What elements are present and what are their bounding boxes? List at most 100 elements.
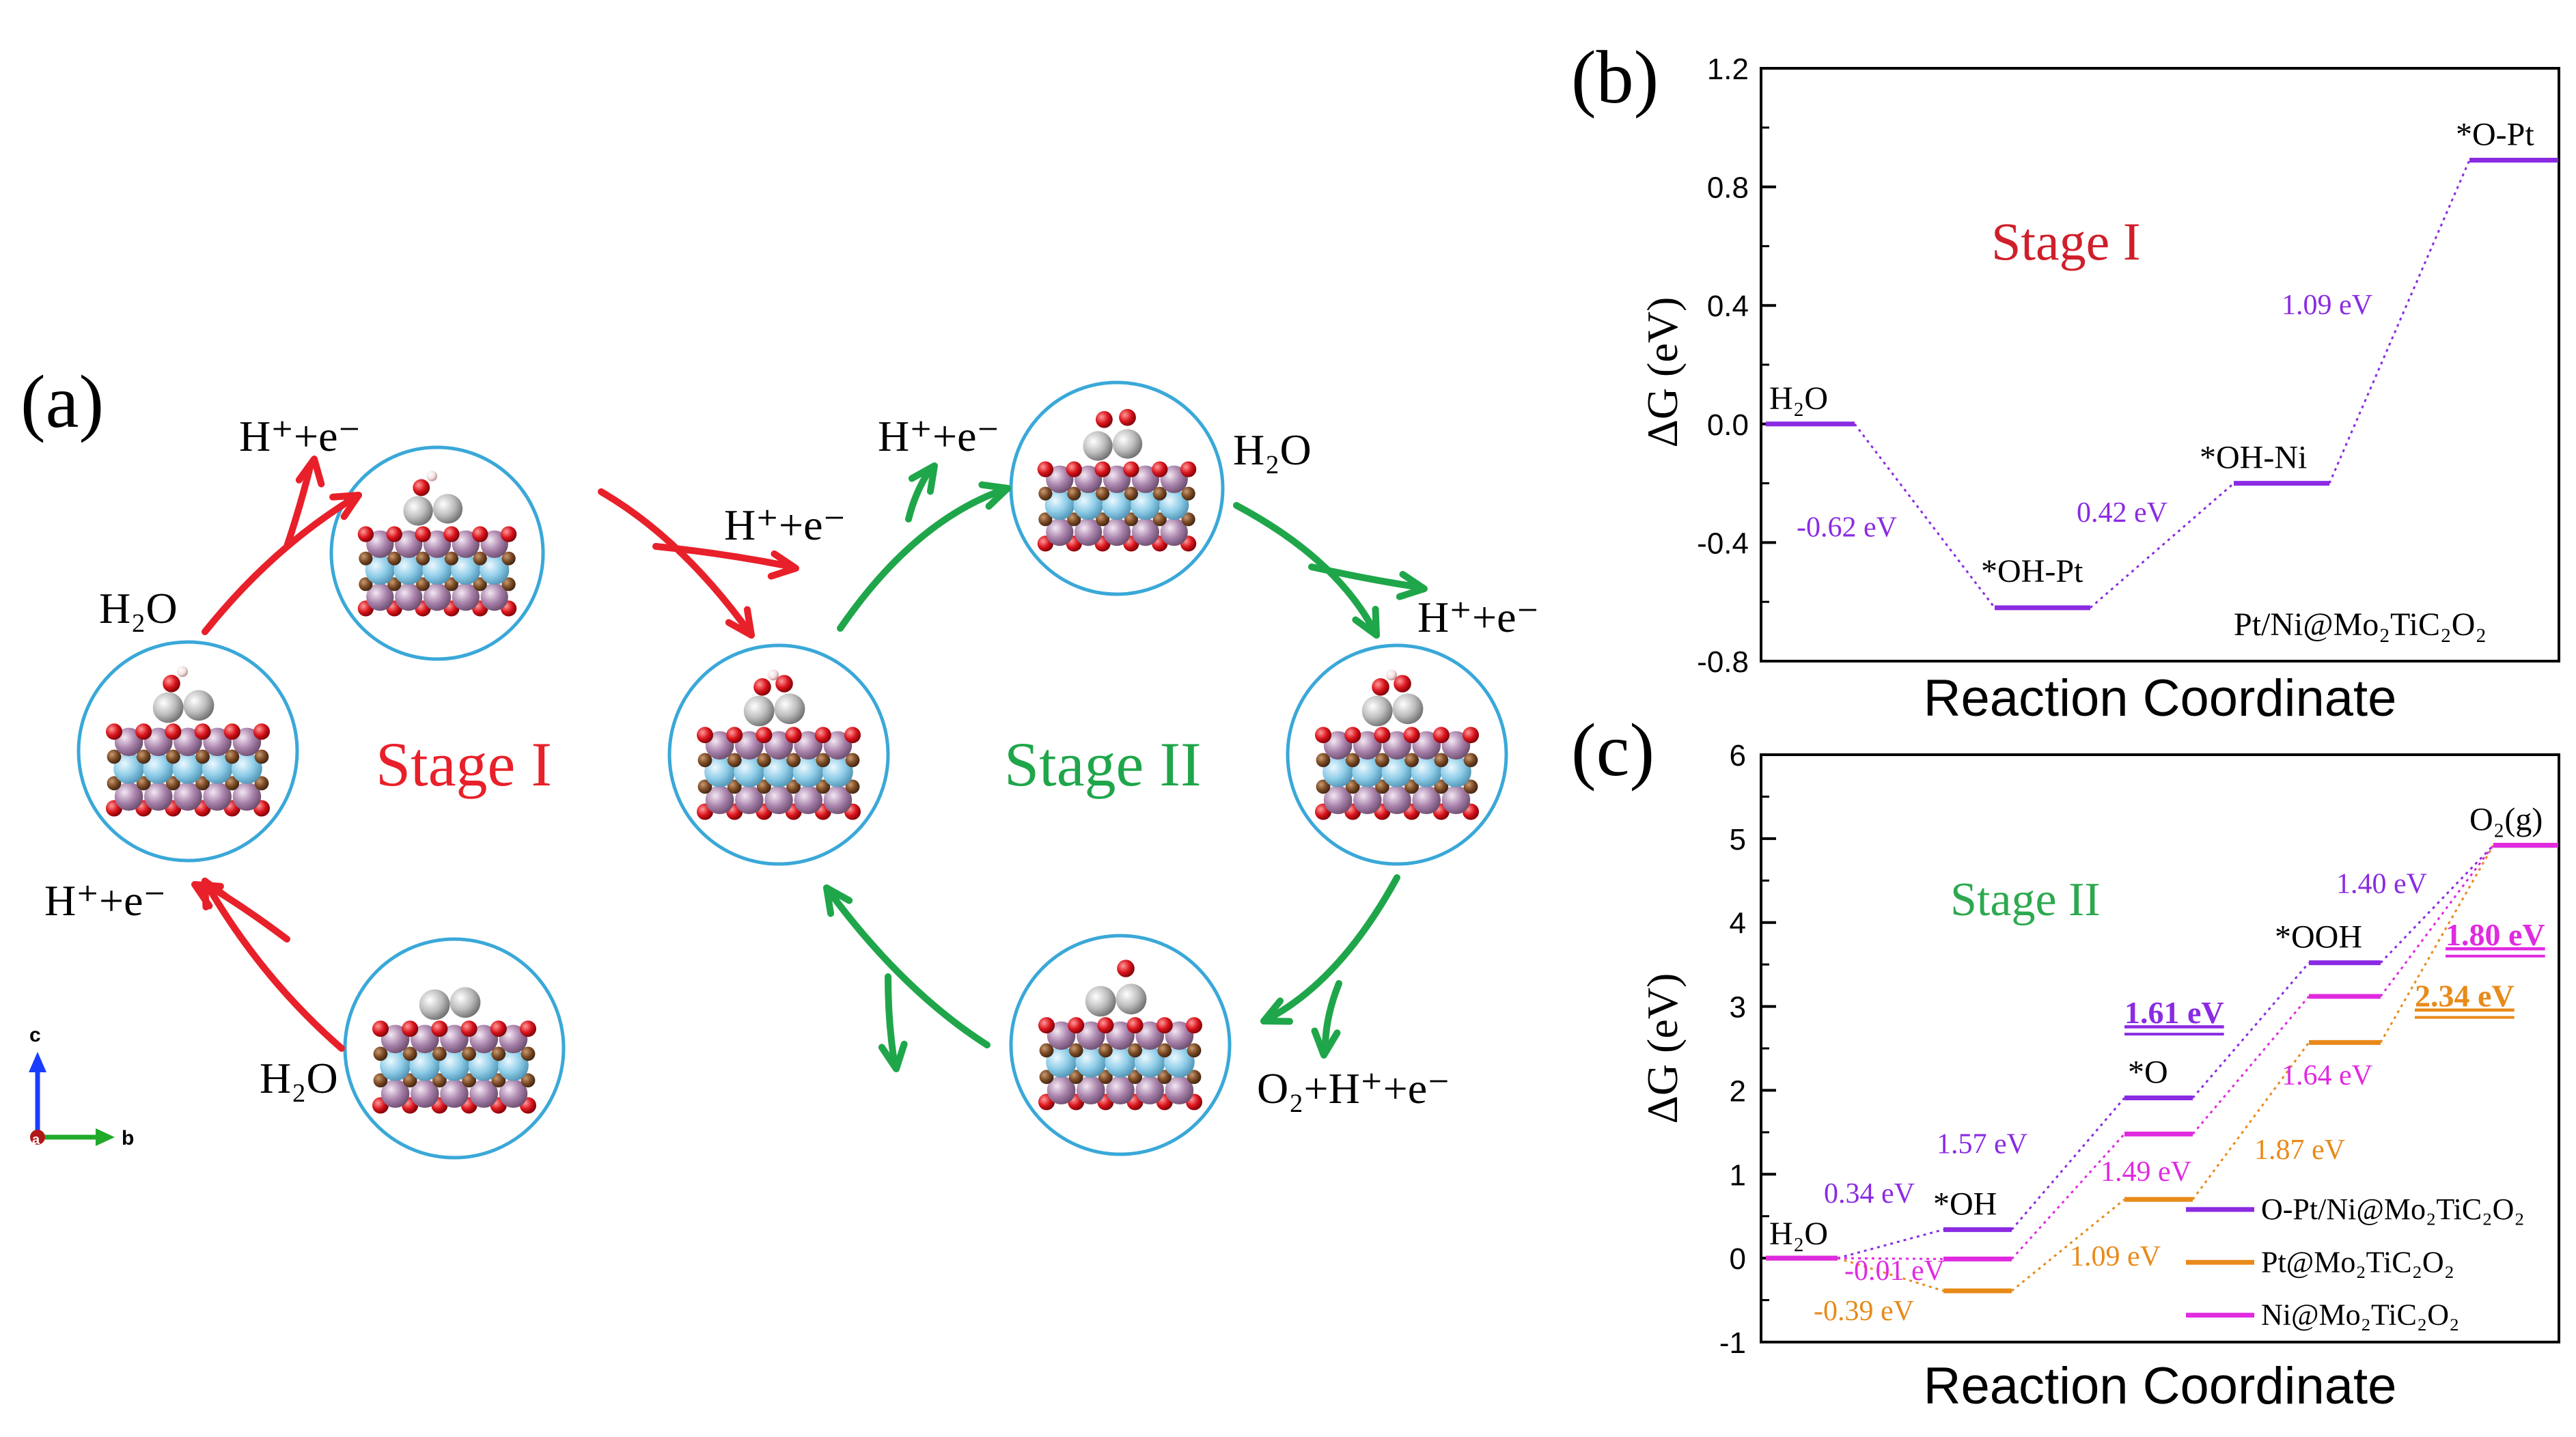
atom-o	[1117, 960, 1135, 977]
slab-structure-1	[329, 445, 545, 661]
arrow-stage2-branch-bottom	[1311, 980, 1342, 1059]
y-tick-label: -0.8	[1697, 645, 1749, 679]
atom-mo	[1412, 785, 1441, 815]
atom-o	[844, 727, 861, 744]
atom-c	[444, 551, 458, 566]
step-energy-label: 1.57 eV	[1937, 1129, 2027, 1160]
panel-a-label: (a)	[20, 360, 104, 443]
y-tick-label: 0.8	[1707, 171, 1749, 205]
step-energy-label: -0.01 eV	[1844, 1255, 1945, 1287]
atom-ni	[432, 494, 463, 524]
atom-o	[726, 727, 743, 744]
atom-c	[1039, 1070, 1054, 1085]
atom-c	[1152, 486, 1167, 501]
panel-c-xlabel: Reaction Coordinate	[1924, 1357, 2397, 1415]
atom-h	[426, 471, 437, 482]
atom-c	[501, 551, 516, 566]
arrow-stage1-branch-top	[283, 456, 325, 550]
atom-c	[786, 753, 801, 768]
atom-mo	[1323, 785, 1353, 815]
atom-o	[756, 727, 773, 744]
atom-c	[387, 577, 402, 591]
panel-b-y-axis: 1.20.80.40.0-0.4-0.8	[1697, 53, 1776, 679]
atom-ti	[451, 555, 481, 585]
atom-mo	[1131, 465, 1159, 493]
y-tick-label: 2	[1730, 1074, 1746, 1108]
atom-c	[501, 577, 516, 591]
atom-mo	[380, 1079, 410, 1108]
state-label: H₂O	[1769, 1216, 1828, 1252]
atom-ti	[172, 753, 204, 784]
atom-c	[359, 577, 373, 591]
slab-structure-6	[1009, 934, 1232, 1156]
step-energy-label: 1.64 eV	[2282, 1060, 2372, 1091]
atom-c	[1345, 779, 1360, 794]
atom-c	[1181, 512, 1195, 527]
atom-mo	[395, 583, 423, 611]
atom-c	[387, 551, 402, 566]
step-energy-label: 1.49 eV	[2101, 1156, 2191, 1188]
y-tick-label: 0	[1730, 1242, 1746, 1276]
atom-o	[1152, 461, 1168, 477]
atom-o	[135, 723, 152, 740]
reaction-arrows	[191, 456, 1428, 1072]
atom-c	[1128, 1043, 1142, 1058]
connector-0	[2191, 962, 2310, 1099]
atom-pt	[743, 695, 775, 727]
atom-mo	[203, 727, 232, 757]
atom-c	[359, 551, 373, 566]
atom-c	[697, 753, 712, 768]
atom-mo	[794, 731, 822, 760]
atom-mo	[735, 785, 764, 815]
atom-o	[163, 675, 180, 693]
atom-ti	[498, 1050, 529, 1081]
atom-mo	[232, 782, 262, 811]
atom-mo	[1160, 518, 1188, 546]
atom-mo	[1165, 1076, 1194, 1105]
atom-mo	[1135, 1076, 1164, 1105]
atom-ti	[409, 1050, 441, 1081]
atom-c	[1128, 1070, 1142, 1085]
h2o-bottom-label: H₂O	[260, 1054, 338, 1102]
atom-o	[1372, 678, 1389, 696]
atom-mo	[1047, 1021, 1076, 1050]
atom-c	[373, 1073, 388, 1088]
atom-c	[1434, 753, 1449, 768]
arrow-stage2-left	[823, 884, 991, 1048]
atom-c	[136, 749, 151, 764]
atom-o	[1315, 727, 1331, 744]
atom-c	[1067, 486, 1081, 501]
slab-structures	[77, 380, 1508, 1160]
atom-pt	[1085, 986, 1116, 1017]
atom-mo	[1103, 518, 1131, 546]
atom-mo	[1103, 465, 1131, 493]
atom-c	[1345, 753, 1360, 768]
step-energy-label: 1.87 eV	[2254, 1134, 2345, 1166]
slab-structure-4	[1009, 380, 1225, 596]
atom-c	[1434, 779, 1449, 794]
atom-c	[1098, 1070, 1113, 1085]
atom-mo	[440, 1024, 469, 1054]
arrow-stage2-bottom	[1260, 874, 1400, 1025]
connector-2	[2191, 995, 2310, 1135]
atom-mo	[1046, 518, 1074, 546]
atom-pt	[419, 989, 450, 1020]
atom-c	[521, 1046, 536, 1061]
panel-b-xlabel: Reaction Coordinate	[1924, 669, 2397, 727]
state-label: *O-Pt	[2456, 117, 2534, 153]
structure-circle	[77, 640, 299, 863]
atom-c	[1181, 486, 1195, 501]
atom-c	[444, 577, 458, 591]
atom-c	[845, 779, 860, 794]
atom-mo	[1077, 1021, 1105, 1050]
atom-mo	[423, 530, 452, 558]
panel-c-label: (c)	[1571, 708, 1654, 792]
atom-o	[1094, 461, 1111, 477]
atom-c	[1187, 1070, 1202, 1085]
atom-ti	[1134, 1046, 1165, 1078]
proton-stage2-right-label: H⁺+e⁻	[1417, 593, 1539, 641]
atom-c	[402, 1046, 417, 1061]
atom-mo	[1135, 1021, 1164, 1050]
atom-mo	[705, 731, 734, 760]
